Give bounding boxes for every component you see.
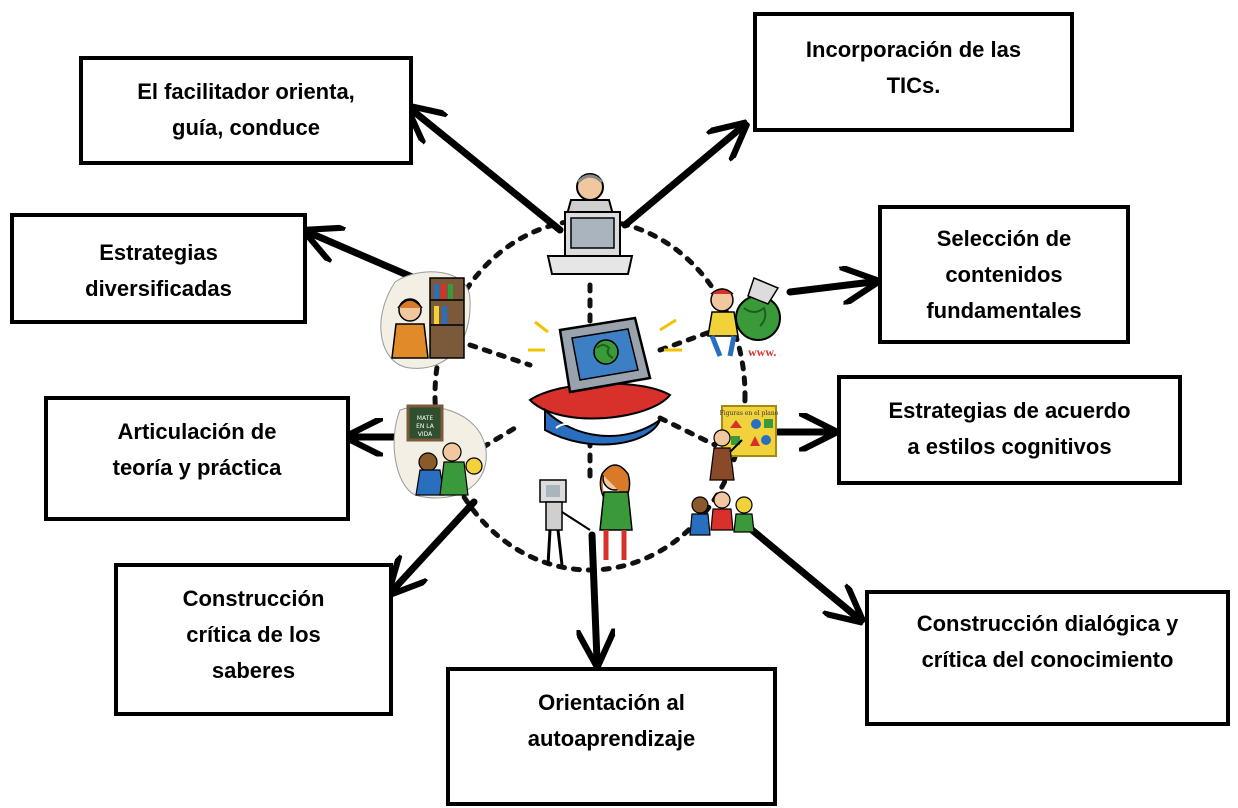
arrow-to-seleccion (786, 282, 872, 292)
arrow-to-estrategias-div (310, 233, 416, 281)
dotted-spokes (467, 282, 718, 483)
kid-with-globe-www-icon: www. (707, 276, 781, 359)
person-at-bookshelf-icon (380, 271, 471, 369)
arrows (310, 110, 872, 660)
box-estrategias-acuerdo: Estrategias de acuerdo a estilos cogniti… (837, 375, 1182, 485)
box-estrategias-diversificadas: Estrategias diversificadas (10, 213, 307, 324)
person-at-computer-icon (546, 173, 634, 275)
arrow-to-tics (621, 127, 742, 229)
box-construccion-dialogica: Construcción dialógica y crítica del con… (865, 590, 1230, 726)
arrow-to-construccion-critica (393, 498, 478, 590)
robot-and-girl-icon (539, 464, 633, 566)
box-tics: Incorporación de las TICs. (753, 12, 1074, 132)
svg-text:Figuras en el plano: Figuras en el plano (720, 410, 779, 417)
arrow-to-orientacion (592, 531, 597, 660)
arrow-to-facilitador (412, 110, 564, 234)
svg-text:VIDA: VIDA (418, 431, 433, 438)
svg-text:www.: www. (748, 345, 776, 359)
box-articulacion: Articulación de teoría y práctica (44, 396, 350, 521)
classroom-blackboard-icon: MATE EN LA VIDA (393, 404, 487, 499)
box-construccion-critica: Construcción crítica de los saberes (114, 563, 393, 716)
teacher-at-board-icon: Figuras en el plano (709, 405, 779, 481)
computer-with-globe-icon (528, 316, 682, 446)
box-facilitador: El facilitador orienta, guía, conduce (79, 56, 413, 165)
arrow-to-construccion-dialogica (736, 516, 858, 618)
box-seleccion-contenidos: Selección de contenidos fundamentales (878, 205, 1130, 344)
children-group-icon (689, 491, 755, 536)
svg-text:EN LA: EN LA (416, 423, 435, 430)
box-orientacion-autoaprendizaje: Orientación al autoaprendizaje (446, 667, 777, 806)
svg-text:MATE: MATE (417, 415, 433, 422)
